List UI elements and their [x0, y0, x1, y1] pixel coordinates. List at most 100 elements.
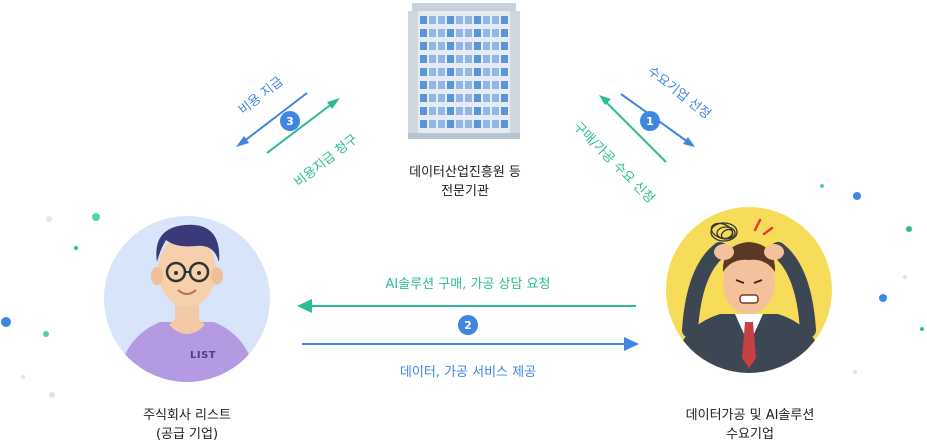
building-window [447, 81, 454, 89]
building-window [501, 16, 508, 24]
building-window [483, 81, 490, 89]
building-window [447, 42, 454, 50]
customer-name-line2: 수요기업 [726, 427, 774, 442]
building-window [474, 29, 481, 37]
building-window [420, 29, 427, 37]
building-window [492, 16, 499, 24]
building-window [483, 120, 490, 128]
step2-bottom-label: 데이터, 가공 서비스 제공 [399, 365, 537, 380]
building-window [438, 29, 445, 37]
building-window [456, 120, 463, 128]
supplier-name-line2: (공급 기업) [155, 427, 219, 442]
building-window [438, 81, 445, 89]
building-window [447, 68, 454, 76]
building-window [501, 94, 508, 102]
building-window [429, 42, 436, 50]
step3-badge: 3 [286, 115, 294, 128]
building-window [420, 107, 427, 115]
building-window [456, 16, 463, 24]
supplier-label: 주식회사 리스트 (공급 기업) [107, 406, 267, 444]
building-window [456, 55, 463, 63]
building-window [465, 55, 472, 63]
building-window [438, 68, 445, 76]
supplier-avatar [104, 216, 270, 382]
building-window [474, 68, 481, 76]
building-window [492, 94, 499, 102]
building-window [492, 107, 499, 115]
building-window [465, 120, 472, 128]
building-window [474, 16, 481, 24]
building-window [438, 94, 445, 102]
building-window [465, 107, 472, 115]
building-window [465, 29, 472, 37]
decorative-dots [1, 184, 924, 398]
building-window [474, 107, 481, 115]
building-window [429, 107, 436, 115]
customer-label: 데이터가공 및 AI솔루션 수요기업 [665, 406, 835, 444]
building-window [447, 120, 454, 128]
building-window [429, 29, 436, 37]
building-window [483, 42, 490, 50]
building-window [456, 29, 463, 37]
building-window [447, 29, 454, 37]
building-window [429, 16, 436, 24]
building-window [474, 94, 481, 102]
building-window [420, 42, 427, 50]
building-window [438, 42, 445, 50]
building-window [465, 16, 472, 24]
step2-top-label: AI솔루션 구매, 가공 상담 요청 [385, 277, 551, 292]
customer-avatar [666, 207, 832, 373]
building-window [456, 94, 463, 102]
supplier-shirt-logo: LIST [190, 350, 217, 361]
step2-badge: 2 [464, 319, 472, 332]
step3-arrows [236, 92, 340, 154]
building-window [474, 42, 481, 50]
building-window [456, 107, 463, 115]
building-window [501, 42, 508, 50]
building-window [438, 55, 445, 63]
building-window [492, 68, 499, 76]
building-window [456, 42, 463, 50]
institution-name-line2: 전문기관 [441, 184, 489, 199]
building-window [501, 68, 508, 76]
building-window [492, 42, 499, 50]
building-window [429, 68, 436, 76]
institution-name-line1: 데이터산업진흥원 등 [409, 165, 521, 180]
building-window [465, 68, 472, 76]
step1-arrows [599, 93, 695, 163]
building-window [501, 120, 508, 128]
building-window [474, 120, 481, 128]
building-window [501, 81, 508, 89]
building-window [501, 29, 508, 37]
building-window [429, 81, 436, 89]
step2-arrows [297, 299, 639, 351]
building-window [492, 55, 499, 63]
building-window [456, 68, 463, 76]
building-window [474, 55, 481, 63]
building-window [438, 16, 445, 24]
building-window [447, 94, 454, 102]
building-window [483, 107, 490, 115]
building-window [420, 16, 427, 24]
building-window [492, 29, 499, 37]
building-window [456, 81, 463, 89]
building-window [483, 29, 490, 37]
building-window [438, 120, 445, 128]
building-window [474, 81, 481, 89]
building-window [447, 107, 454, 115]
building-window [492, 120, 499, 128]
step1-badge: 1 [646, 115, 654, 128]
building-window [420, 55, 427, 63]
building-window [438, 107, 445, 115]
building-window [483, 94, 490, 102]
building-window [465, 94, 472, 102]
building-window [483, 68, 490, 76]
building-window [429, 55, 436, 63]
building-window [420, 68, 427, 76]
building-window [483, 55, 490, 63]
building-window [429, 94, 436, 102]
building-icon [408, 3, 520, 139]
customer-name-line1: 데이터가공 및 AI솔루션 [685, 408, 815, 423]
institution-label: 데이터산업진흥원 등 전문기관 [380, 163, 550, 201]
